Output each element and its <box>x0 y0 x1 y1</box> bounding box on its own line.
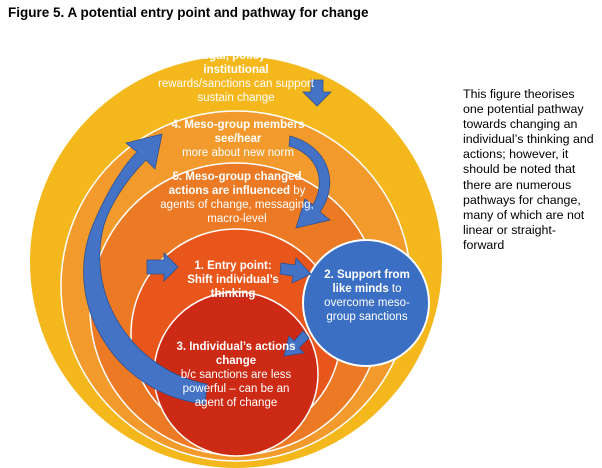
side-note: This figure theorises one potential path… <box>463 87 594 252</box>
circle-support-like-minds <box>302 239 430 367</box>
figure-title: Figure 5. A potential entry point and pa… <box>8 5 369 20</box>
arrow-to-individual-icon <box>283 330 310 357</box>
label-meso-see-hear: 4. Meso-group members see/hear more abou… <box>160 118 316 160</box>
label-legal-policy-bold: 6. Legal, policy and institutional <box>182 50 290 76</box>
label-legal-policy-rest: rewards/sanctions can support sustain ch… <box>158 78 314 104</box>
label-individual-rest: b/c sanctions are less powerful – can be… <box>180 369 292 409</box>
label-individual-bold: 3. Individual’s actions change <box>176 341 296 367</box>
arrow-to-support-icon <box>279 257 312 284</box>
label-meso-see-hear-bold: 4. Meso-group members see/hear <box>171 119 305 145</box>
label-support-bold: 2. Support from like minds <box>324 269 410 295</box>
curved-arrow-to-meso-see-icon <box>83 133 208 405</box>
entry-arrow-icon <box>146 252 179 282</box>
label-legal-policy: 6. Legal, policy and institutional rewar… <box>153 49 319 105</box>
label-support-rest: to overcome meso-group sanctions <box>324 283 410 323</box>
label-meso-changed-rest: by agents of change, messaging, macro-le… <box>160 185 314 225</box>
curved-arrow-to-meso-changed-icon <box>288 135 331 229</box>
label-entry-point-bold: 1. Entry point: Shift individual’s think… <box>187 260 279 300</box>
label-entry-point: 1. Entry point: Shift individual’s think… <box>181 259 285 301</box>
label-meso-changed: 5. Meso-group changed actions are influe… <box>160 170 314 226</box>
label-meso-changed-bold: 5. Meso-group changed actions are influe… <box>168 171 302 197</box>
label-support-like-minds: 2. Support from like minds to overcome m… <box>318 268 416 324</box>
label-individual-actions: 3. Individual’s actions change b/c sanct… <box>172 340 300 410</box>
down-arrow-icon <box>302 79 332 107</box>
label-meso-see-hear-rest: more about new norm <box>182 147 294 159</box>
